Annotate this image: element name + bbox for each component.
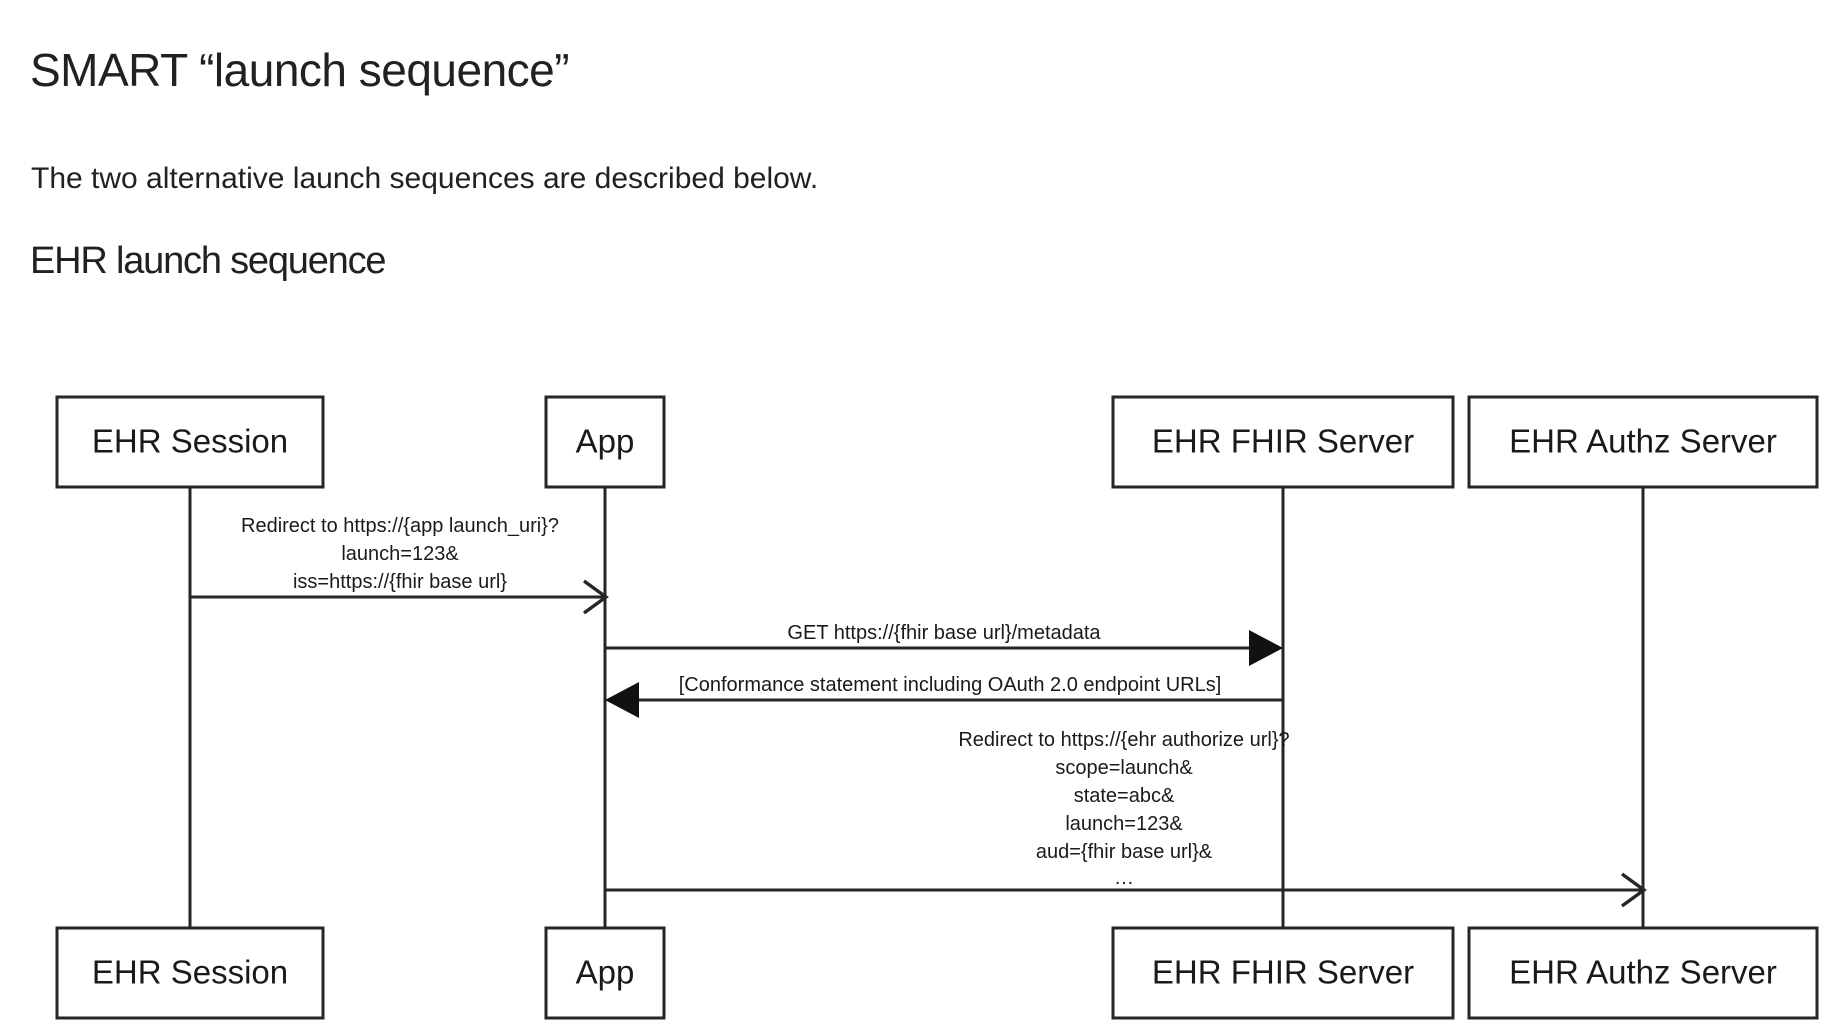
intro-paragraph: The two alternative launch sequences are… bbox=[31, 162, 819, 195]
message-4-label-line-5: aud={fhir base url}& bbox=[1036, 841, 1213, 863]
participant-box-ehr-fhir-server-top[interactable]: EHR FHIR Server bbox=[1111, 395, 1455, 489]
message-3-conformance-statement[interactable]: [Conformance statement including OAuth 2… bbox=[605, 674, 1283, 718]
message-3-label-line-1: [Conformance statement including OAuth 2… bbox=[679, 674, 1222, 696]
message-4-redirect-to-ehr-authorize-url[interactable]: Redirect to https://{ehr authorize url}?… bbox=[605, 729, 1647, 908]
participant-box-ehr-authz-server-bottom[interactable]: EHR Authz Server bbox=[1467, 926, 1819, 1020]
message-4-arrowhead-open-icon bbox=[1621, 872, 1647, 908]
lifelines bbox=[188, 487, 1645, 928]
section-heading-ehr-launch-sequence: EHR launch sequence bbox=[30, 239, 387, 282]
message-3-arrowhead-solid-icon bbox=[605, 682, 639, 718]
participant-label-ehr-session-bottom: EHR Session bbox=[92, 954, 288, 991]
participant-box-app-top[interactable]: App bbox=[544, 395, 666, 489]
message-4-label-line-2: scope=launch& bbox=[1055, 757, 1193, 779]
participant-label-app-bottom: App bbox=[576, 954, 635, 991]
participant-label-ehr-session-top: EHR Session bbox=[92, 423, 288, 460]
message-4-label-line-1: Redirect to https://{ehr authorize url}? bbox=[958, 729, 1289, 751]
message-1-label-line-1: Redirect to https://{app launch_uri}? bbox=[241, 515, 559, 537]
message-2-arrowhead-solid-icon bbox=[1249, 630, 1283, 666]
participant-label-ehr-authz-server-top: EHR Authz Server bbox=[1509, 423, 1777, 460]
message-1-arrowhead-open-icon bbox=[583, 579, 609, 615]
participant-box-ehr-fhir-server-bottom[interactable]: EHR FHIR Server bbox=[1111, 926, 1455, 1020]
message-1-label-line-3: iss=https://{fhir base url} bbox=[293, 571, 507, 593]
message-2-get-metadata[interactable]: GET https://{fhir base url}/metadata bbox=[605, 622, 1283, 666]
participant-box-ehr-session-top[interactable]: EHR Session bbox=[55, 395, 325, 489]
participant-label-app-top: App bbox=[576, 423, 635, 460]
message-1-redirect-to-app-launch-uri[interactable]: Redirect to https://{app launch_uri}? la… bbox=[190, 515, 609, 615]
message-4-label-line-4: launch=123& bbox=[1065, 813, 1183, 835]
participant-box-ehr-authz-server-top[interactable]: EHR Authz Server bbox=[1467, 395, 1819, 489]
participant-label-ehr-authz-server-bottom: EHR Authz Server bbox=[1509, 954, 1777, 991]
message-4-label-line-6-ellipsis: … bbox=[1114, 867, 1134, 889]
participant-box-app-bottom[interactable]: App bbox=[544, 926, 666, 1020]
participant-label-ehr-fhir-server-top: EHR FHIR Server bbox=[1152, 423, 1414, 460]
message-4-label-line-3: state=abc& bbox=[1074, 785, 1175, 807]
participant-label-ehr-fhir-server-bottom: EHR FHIR Server bbox=[1152, 954, 1414, 991]
message-1-label-line-2: launch=123& bbox=[341, 543, 459, 565]
page-title: SMART “launch sequence” bbox=[30, 43, 570, 96]
message-2-label-line-1: GET https://{fhir base url}/metadata bbox=[787, 622, 1101, 644]
participant-box-ehr-session-bottom[interactable]: EHR Session bbox=[55, 926, 325, 1020]
